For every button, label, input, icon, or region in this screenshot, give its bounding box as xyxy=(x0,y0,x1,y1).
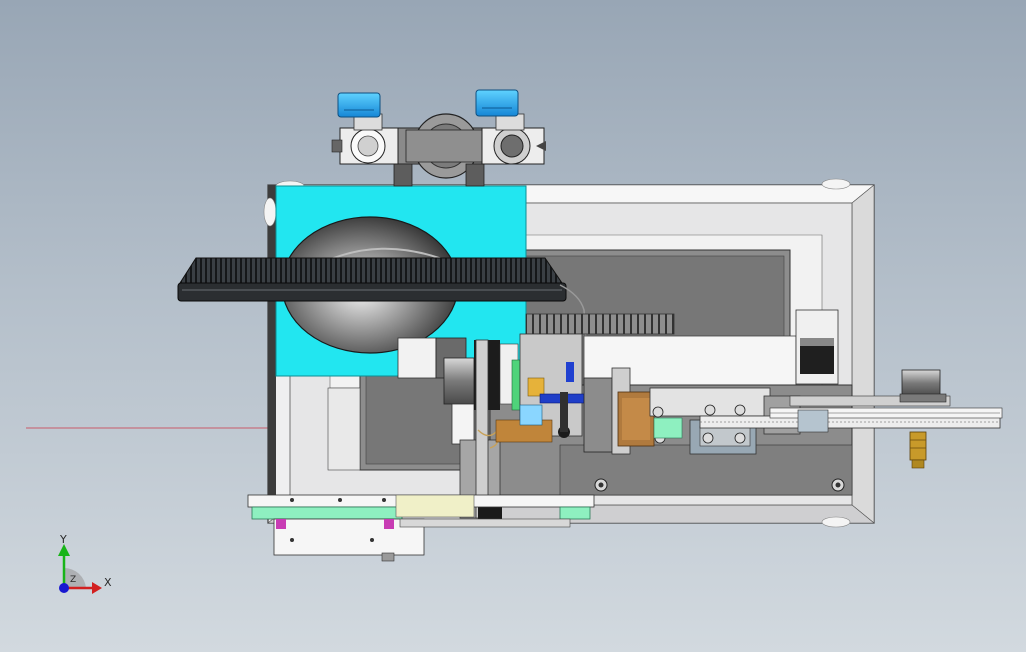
triad-z-label: Z xyxy=(70,575,76,585)
heatsink-strip[interactable] xyxy=(525,313,675,335)
right-pressure-gauge[interactable] xyxy=(475,89,519,117)
triad-x-arrowhead xyxy=(92,582,102,594)
motor-housing-rail[interactable] xyxy=(583,309,839,387)
triad-plane-indicator xyxy=(64,567,86,588)
triad-y-arrowhead xyxy=(58,544,70,556)
triad-z-axis-dot xyxy=(59,583,69,593)
bottom-feed-table[interactable] xyxy=(247,494,595,562)
center-drive-mechanism[interactable] xyxy=(495,333,631,455)
belt-rod-assembly[interactable] xyxy=(699,395,1003,433)
orientation-triad: Y X Z xyxy=(58,533,112,594)
left-valve[interactable] xyxy=(331,113,399,165)
triad-y-label: Y xyxy=(59,533,67,546)
left-pressure-gauge[interactable] xyxy=(337,92,381,118)
ribbed-fin-bar[interactable] xyxy=(177,257,587,341)
right-valve[interactable] xyxy=(481,113,546,165)
triad-x-label: X xyxy=(104,576,112,589)
copper-bracket[interactable] xyxy=(617,391,655,447)
right-drive-motor[interactable] xyxy=(899,369,947,469)
valve-gauge-assembly[interactable] xyxy=(331,89,546,187)
